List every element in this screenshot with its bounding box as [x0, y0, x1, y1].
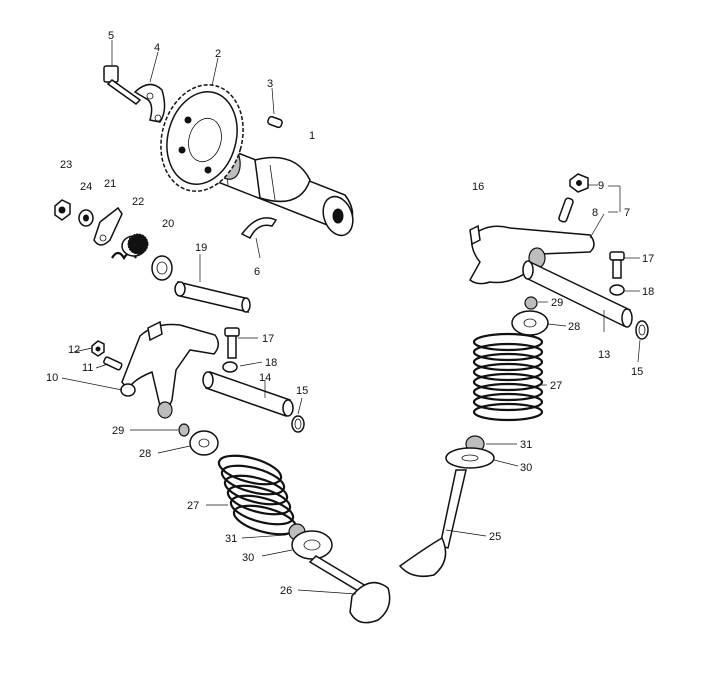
washer-24 [78, 209, 94, 227]
label-11: 11 [82, 362, 93, 374]
decompressor-20 [121, 233, 173, 281]
label-3: 3 [267, 78, 273, 90]
label-30-left: 30 [242, 552, 254, 564]
screw-8 [558, 197, 574, 223]
label-16: 16 [472, 181, 484, 193]
ring-15-left [291, 415, 305, 433]
half-ring [240, 217, 278, 240]
valve-26 [308, 555, 391, 624]
label-29-left: 29 [112, 425, 124, 437]
washer-18-left [222, 361, 238, 373]
label-18-right: 18 [642, 286, 654, 298]
washer-18-right [609, 284, 625, 296]
rocker-shaft-14 [202, 371, 294, 417]
label-14: 14 [259, 372, 271, 384]
bolt [103, 65, 142, 105]
retainer-28-left [189, 430, 219, 456]
label-15-left: 15 [296, 385, 308, 397]
bolt-17-left [224, 327, 240, 359]
label-31-left: 31 [225, 533, 237, 545]
rocker-arm-left [120, 320, 219, 419]
label-17-left: 17 [262, 333, 274, 345]
label-29-right: 29 [551, 297, 563, 309]
label-4: 4 [154, 42, 160, 54]
adjust-screw-11 [103, 356, 123, 371]
label-13: 13 [598, 349, 610, 361]
part-labels: 1 2 3 4 5 6 7 8 9 10 11 12 13 14 15 15 1… [46, 30, 654, 597]
plate-21 [93, 206, 123, 246]
label-2: 2 [215, 48, 221, 60]
label-26: 26 [280, 585, 292, 597]
dowel-pin [267, 115, 283, 129]
spring-27-left [217, 454, 298, 536]
nut-12 [91, 340, 105, 357]
label-27-left: 27 [187, 500, 199, 512]
label-7: 7 [624, 207, 630, 219]
ring-15-right [635, 320, 649, 340]
label-20: 20 [162, 218, 174, 230]
label-27-right: 27 [550, 380, 562, 392]
label-12: 12 [68, 344, 80, 356]
label-25: 25 [489, 531, 501, 543]
lock-plate [133, 83, 166, 123]
bolt-17-right [609, 251, 625, 279]
seat-30-right [445, 447, 495, 469]
retainer-28-right [511, 310, 549, 336]
label-31-right: 31 [520, 439, 532, 451]
nut-9 [569, 173, 589, 193]
rocker-arm-right [469, 224, 595, 285]
valve-25 [398, 469, 467, 578]
tappet-29-left [178, 423, 190, 437]
label-10: 10 [46, 372, 58, 384]
label-23: 23 [60, 159, 72, 171]
label-21: 21 [104, 178, 116, 190]
leader-lines [61, 40, 641, 595]
label-6: 6 [254, 266, 260, 278]
cam-sprocket [160, 84, 244, 192]
label-17-right: 17 [642, 253, 654, 265]
label-8: 8 [592, 207, 598, 219]
label-28-left: 28 [139, 448, 151, 460]
tappet-29-right [524, 296, 538, 310]
label-24: 24 [80, 181, 92, 193]
label-15-right: 15 [631, 366, 643, 378]
label-19: 19 [195, 242, 207, 254]
label-28-right: 28 [568, 321, 580, 333]
spring-27-right [472, 332, 544, 422]
label-1: 1 [309, 130, 315, 142]
label-22: 22 [132, 196, 144, 208]
shaft-19 [174, 281, 251, 314]
label-9: 9 [598, 180, 604, 192]
label-5: 5 [108, 30, 114, 42]
seat-30-left [291, 530, 333, 560]
label-30-right: 30 [520, 462, 532, 474]
label-18-left: 18 [265, 357, 277, 369]
nut-23 [54, 199, 71, 221]
